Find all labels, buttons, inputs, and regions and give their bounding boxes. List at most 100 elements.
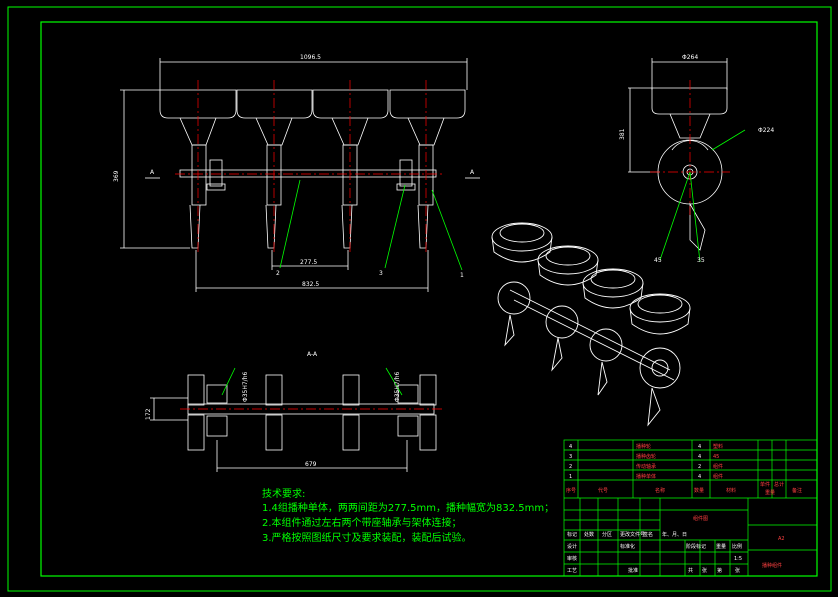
dim-top-width: Φ264 <box>682 54 698 61</box>
bom-qty: 4 <box>698 454 701 460</box>
sheet-size: A2 <box>778 536 785 542</box>
tb-label: 张 <box>702 567 707 574</box>
isometric-view <box>491 222 691 427</box>
part-ref-3: 1 <box>460 272 464 279</box>
bom-name: 传动轴承 <box>636 463 656 470</box>
section-label: A-A <box>307 351 318 358</box>
tb-label: 标记 <box>567 531 577 538</box>
bom-qty: 2 <box>698 464 701 470</box>
bom-header-code: 代号 <box>598 487 608 494</box>
bom-no: 3 <box>569 454 572 460</box>
iso-unit-4 <box>629 293 691 427</box>
technical-note-1: 1.4组播种单体，两两间距为277.5mm，播种幅宽为832.5mm； <box>262 503 555 514</box>
dim-height: 369 <box>113 170 120 182</box>
front-leaders <box>279 179 463 271</box>
iso-unit-3 <box>582 268 644 396</box>
technical-notes-heading: 技术要求: <box>262 489 306 500</box>
side-dimension-labels: Φ264 381 Φ224 45 35 <box>619 54 774 264</box>
bom-header-no: 序号 <box>566 487 576 494</box>
scale: 1:5 <box>734 556 742 562</box>
drive-shaft <box>179 169 437 178</box>
section-bearing-right <box>397 384 419 404</box>
section-unit-3 <box>342 374 360 451</box>
bom-no: 2 <box>569 464 572 470</box>
bom-header-remark: 备注 <box>792 487 802 494</box>
dim-overall-width: 1096.5 <box>300 54 321 61</box>
bom-name: 播种轮 <box>636 443 651 450</box>
title-block <box>563 439 818 577</box>
bom-header-material: 材料 <box>726 487 736 494</box>
tb-label: 工艺 <box>567 568 577 574</box>
bom-no: 1 <box>569 474 572 480</box>
tb-label: 批准 <box>628 567 638 574</box>
bom-name: 播种齿轮 <box>636 453 656 460</box>
section-dimension-labels: A-A 172 Φ35H7/h6 Φ35H7/h6 679 <box>145 351 401 468</box>
bom-material: 组件 <box>713 463 723 470</box>
technical-note-3: 3.严格按照图纸尺寸及要求装配，装配后试验。 <box>262 533 472 544</box>
iso-shaft <box>509 289 675 381</box>
tb-label: 标准化 <box>620 543 635 550</box>
tb-label: 阶段标记 <box>686 543 706 550</box>
tb-label: 共 <box>688 567 693 574</box>
tb-label: 更改文件号 <box>620 531 645 538</box>
hopper-3 <box>312 89 389 249</box>
dim-pitch: 277.5 <box>300 259 317 266</box>
dim-section-span: 679 <box>305 461 317 468</box>
bom-header-total: 总计 <box>774 481 784 488</box>
bearing-right <box>396 159 416 191</box>
dim-side-height: 381 <box>619 128 626 140</box>
drawing-name: 组件图 <box>693 515 708 522</box>
bom-material: 塑料 <box>713 443 723 450</box>
outer-frame <box>7 6 832 592</box>
bom-header-qty: 数量 <box>694 487 704 494</box>
dim-section-height: 172 <box>145 408 152 420</box>
tb-label: 张 <box>735 567 740 574</box>
tb-label: 比例 <box>732 543 742 550</box>
tb-label: 设计 <box>567 543 577 550</box>
tb-label: 审核 <box>567 555 577 562</box>
hopper-2 <box>236 89 313 249</box>
side-view <box>628 58 728 251</box>
bom-header-name: 名称 <box>655 487 665 494</box>
section-unit-2 <box>265 374 283 451</box>
tb-label: 签名 <box>643 531 653 538</box>
inner-frame <box>40 21 818 577</box>
tb-label: 第 <box>717 567 722 574</box>
title-block-text: 组件图 A2 播种组件 1:5 标记 处数 分区 更改文件号 签名 年、月、日 … <box>567 515 785 574</box>
dim-span: 832.5 <box>302 281 319 288</box>
section-leaders <box>221 367 403 396</box>
tb-label: 重量 <box>716 543 726 550</box>
front-centerlines <box>175 80 445 255</box>
bom-qty: 4 <box>698 474 701 480</box>
side-centerlines <box>650 80 730 215</box>
bom-header-single: 单件 <box>760 481 770 488</box>
dim-lower-2: 35 <box>697 257 705 264</box>
part-name: 播种组件 <box>762 562 782 569</box>
front-dimension-labels: 1096.5 369 277.5 832.5 A A 2 3 1 <box>113 54 475 288</box>
bom-header-weight: 重量 <box>765 489 775 496</box>
bearing-left <box>206 159 226 191</box>
bom-material: 组件 <box>713 473 723 480</box>
dim-lower-1: 45 <box>654 257 662 264</box>
front-view <box>120 58 480 292</box>
tb-label: 处数 <box>584 531 594 538</box>
tb-label: 分区 <box>602 531 612 538</box>
section-unit-4 <box>419 374 437 451</box>
section-view <box>150 374 437 472</box>
section-unit-1 <box>187 374 205 451</box>
bom-no: 4 <box>569 444 572 450</box>
bom-qty: 4 <box>698 444 701 450</box>
bom-material: 45 <box>713 454 719 460</box>
section-mark-left: A <box>150 169 155 176</box>
section-mark-right: A <box>470 169 475 176</box>
side-leaders <box>659 129 746 263</box>
section-bearing-left <box>206 384 228 404</box>
dim-bearing-right: Φ35H7/h6 <box>394 371 401 402</box>
bom-table: 4 播种轮 4 塑料 3 播种齿轮 4 45 2 传动轴承 2 组件 1 播种单… <box>566 443 802 496</box>
tb-label: 年、月、日 <box>662 531 687 538</box>
technical-note-2: 2.本组件通过左右两个带座轴承与架体连接； <box>262 518 462 529</box>
iso-unit-2 <box>537 245 599 372</box>
hopper-4 <box>389 89 466 249</box>
part-ref-2: 3 <box>379 270 383 277</box>
